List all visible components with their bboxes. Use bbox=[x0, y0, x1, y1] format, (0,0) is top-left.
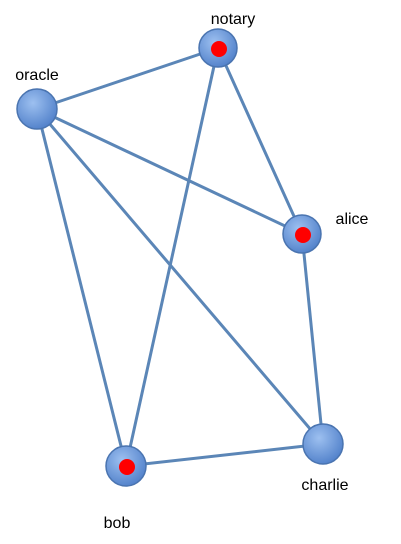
labels-layer: notary oracle alice charlie bob bbox=[15, 11, 368, 532]
node-charlie bbox=[302, 423, 344, 465]
edge-notary-alice bbox=[216, 46, 304, 236]
edge-oracle-charlie bbox=[35, 107, 325, 446]
edge-oracle-notary bbox=[35, 46, 220, 111]
node-label-oracle: oracle bbox=[15, 67, 59, 84]
edge-oracle-bob bbox=[35, 107, 128, 468]
edge-alice-charlie bbox=[300, 232, 325, 446]
node-label-alice: alice bbox=[336, 211, 369, 228]
edge-oracle-alice bbox=[35, 107, 304, 236]
node-alice bbox=[282, 214, 322, 254]
node-label-bob: bob bbox=[104, 515, 131, 532]
node-notary bbox=[198, 28, 238, 68]
node-circle-charlie bbox=[302, 423, 344, 465]
node-oracle bbox=[16, 88, 58, 130]
marker-dot-notary bbox=[211, 41, 227, 57]
marker-dot-alice bbox=[295, 227, 311, 243]
nodes-layer bbox=[16, 28, 344, 487]
edge-bob-charlie bbox=[124, 442, 325, 468]
edge-notary-bob bbox=[124, 46, 220, 468]
node-label-charlie: charlie bbox=[301, 477, 348, 494]
node-circle-oracle bbox=[16, 88, 58, 130]
node-label-notary: notary bbox=[211, 11, 255, 28]
marker-dot-bob bbox=[119, 459, 135, 475]
node-bob bbox=[105, 445, 147, 487]
edges-layer bbox=[35, 46, 325, 468]
